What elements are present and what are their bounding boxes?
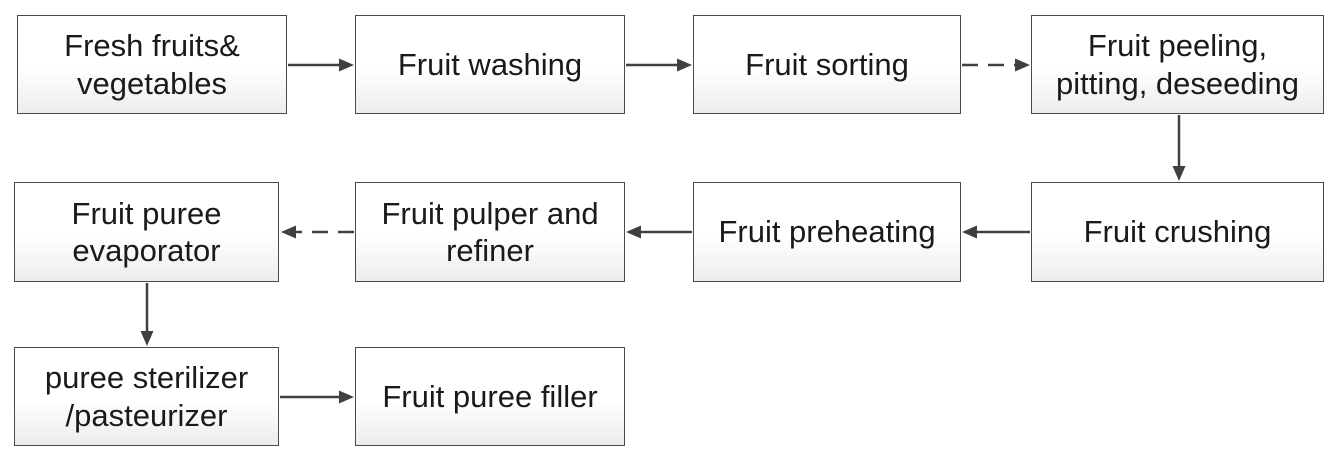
- node-label: Fruit peeling, pitting, deseeding: [1056, 27, 1299, 101]
- arrowhead-icon: [140, 331, 154, 346]
- node-fruit-puree-evaporator: Fruit puree evaporator: [14, 182, 279, 282]
- node-label: Fresh fruits& vegetables: [64, 27, 240, 101]
- node-label-line: Fruit puree: [71, 195, 222, 231]
- arrowhead-icon: [1015, 58, 1030, 72]
- node-fruit-washing: Fruit washing: [355, 15, 625, 114]
- node-label-line: Fruit puree filler: [382, 378, 598, 414]
- arrowhead-icon: [962, 225, 977, 239]
- arrowhead-icon: [339, 58, 354, 72]
- node-label-line: Fruit preheating: [718, 214, 936, 250]
- node-fruit-pulper-refiner: Fruit pulper and refiner: [355, 182, 625, 282]
- node-label-line: vegetables: [77, 65, 227, 101]
- node-label-line: /pasteurizer: [65, 397, 228, 433]
- node-label: Fruit preheating: [718, 213, 935, 250]
- node-label: puree sterilizer /pasteurizer: [45, 359, 248, 433]
- node-fruit-puree-filler: Fruit puree filler: [355, 347, 625, 446]
- node-label-line: Fresh fruits&: [64, 28, 240, 64]
- node-fruit-crushing: Fruit crushing: [1031, 182, 1324, 282]
- node-label-line: pitting, deseeding: [1055, 65, 1300, 101]
- node-puree-sterilizer-pasteurizer: puree sterilizer /pasteurizer: [14, 347, 279, 446]
- node-fruit-preheating: Fruit preheating: [693, 182, 961, 282]
- node-fresh-fruits-vegetables: Fresh fruits& vegetables: [17, 15, 287, 114]
- node-fruit-peeling: Fruit peeling, pitting, deseeding: [1031, 15, 1324, 114]
- node-label-line: evaporator: [72, 233, 221, 268]
- node-label-line: Fruit peeling,: [1087, 28, 1268, 64]
- node-fruit-sorting: Fruit sorting: [693, 15, 961, 114]
- node-label: Fruit puree filler: [382, 378, 597, 415]
- arrowhead-icon: [339, 390, 354, 404]
- node-label: Fruit puree evaporator: [72, 195, 222, 269]
- arrowhead-icon: [677, 58, 692, 72]
- node-label-line: refiner: [446, 233, 534, 268]
- node-label: Fruit sorting: [745, 46, 909, 83]
- arrowhead-icon: [281, 225, 296, 239]
- node-label-line: Fruit washing: [397, 46, 583, 82]
- node-label-line: Fruit crushing: [1083, 214, 1272, 250]
- node-label: Fruit crushing: [1084, 213, 1272, 250]
- node-label-line: Fruit pulper and: [381, 195, 599, 231]
- node-label-line: puree sterilizer: [44, 360, 249, 396]
- arrowhead-icon: [1172, 166, 1186, 181]
- node-label: Fruit washing: [398, 46, 582, 83]
- node-label-line: Fruit sorting: [745, 46, 909, 82]
- arrowhead-icon: [626, 225, 641, 239]
- node-label: Fruit pulper and refiner: [381, 195, 598, 269]
